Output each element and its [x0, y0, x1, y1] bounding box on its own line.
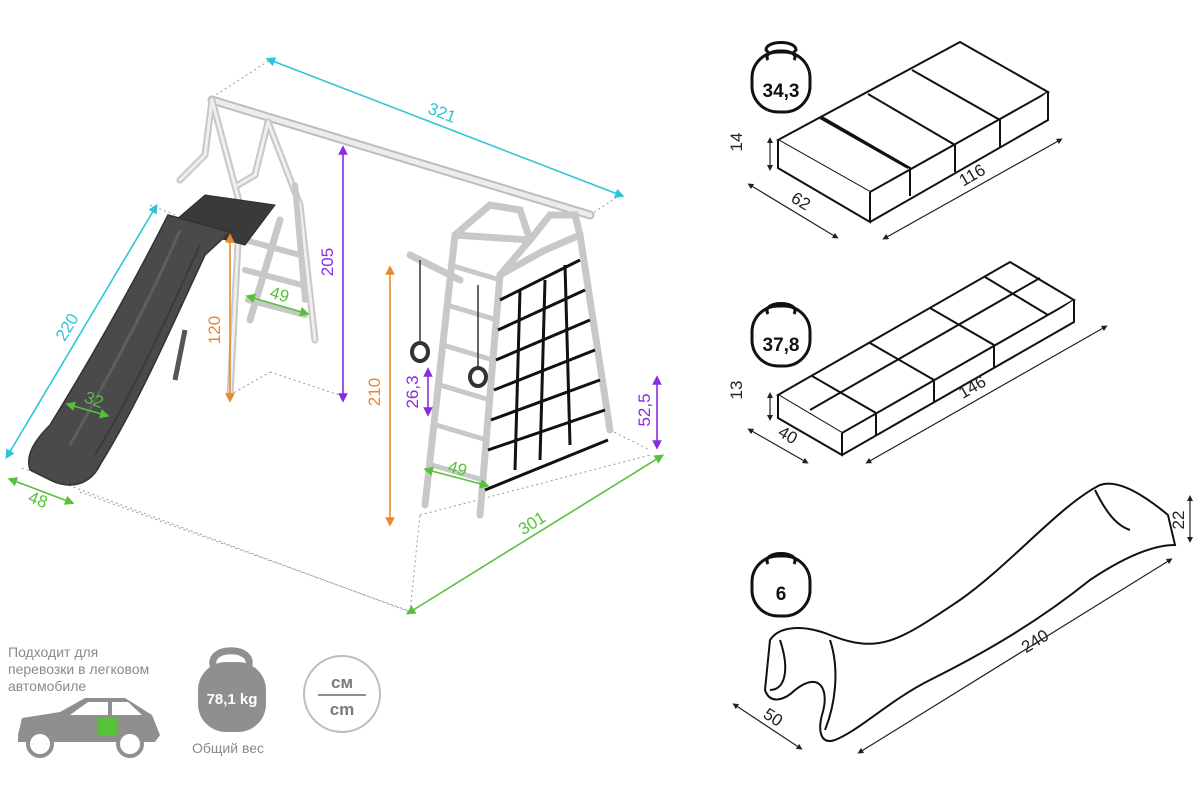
package-3: 6 22 50 240 — [732, 482, 1193, 754]
total-weight-value: 78,1 kg — [207, 691, 258, 708]
weight-icon-2: 37,8 — [750, 302, 812, 368]
tower-deck — [168, 194, 276, 246]
kettlebell-icon — [765, 49, 797, 61]
units-top: см — [331, 673, 353, 692]
kettlebell-icon — [765, 552, 797, 565]
package-1-height: 14 — [727, 133, 746, 152]
dim-depth-line — [405, 454, 665, 615]
package-3-length: 240 — [1018, 626, 1052, 657]
dim-ladder-step: 49 — [268, 283, 291, 306]
units-icon: см cm — [303, 655, 381, 733]
dim-ladder-step-line — [245, 293, 310, 317]
package-1: 34,3 14 62 116 — [727, 40, 1063, 240]
kettlebell-icon — [765, 302, 797, 315]
dim-slide-length: 220 — [52, 310, 83, 344]
weight-icon-1: 34,3 — [750, 41, 812, 114]
total-weight-label: Общий вес — [192, 740, 265, 756]
package-2-weight: 37,8 — [763, 335, 800, 356]
gymnastic-rings — [410, 260, 488, 388]
package-3-width: 50 — [760, 704, 786, 730]
slide-package — [763, 482, 1177, 742]
dim-platform-height: 120 — [205, 316, 224, 344]
package-3-weight: 6 — [776, 584, 787, 605]
car-caption-line-3: автомобиле — [8, 678, 87, 694]
playground-illustration: 321 220 48 32 205 120 49 210 26,3 49 52,… — [5, 57, 665, 615]
units-bottom: cm — [330, 700, 355, 719]
dim-depth: 301 — [515, 508, 549, 539]
package-1-weight: 34,3 — [763, 81, 800, 102]
car-caption-line-1: Подходит для — [8, 644, 99, 660]
package-2-height: 13 — [727, 381, 746, 400]
dim-foot-height: 52,5 — [635, 393, 654, 426]
total-weight-icon: 78,1 kg — [198, 647, 266, 732]
dim-slide-inner-line — [65, 401, 110, 419]
dim-slide-width-line — [7, 477, 75, 505]
dim-tower-height: 205 — [318, 248, 337, 276]
dim-slide-length-line — [5, 203, 158, 460]
car-caption-line-2: перевозки в легковом — [8, 661, 150, 677]
dim-net-height: 210 — [365, 378, 384, 406]
weight-icon-3: 6 — [750, 552, 812, 618]
top-beam — [207, 95, 595, 220]
dim-slide-width: 48 — [26, 488, 50, 513]
car-icon — [18, 698, 160, 758]
dim-ring-height: 26,3 — [403, 375, 422, 408]
package-2: 37,8 13 40 146 — [727, 260, 1108, 464]
car-caption: Подходит для перевозки в легковом автомо… — [8, 644, 149, 695]
package-3-height: 22 — [1169, 511, 1188, 530]
dim-width-line — [265, 57, 625, 198]
net-frame — [406, 201, 614, 519]
slide — [28, 214, 232, 486]
